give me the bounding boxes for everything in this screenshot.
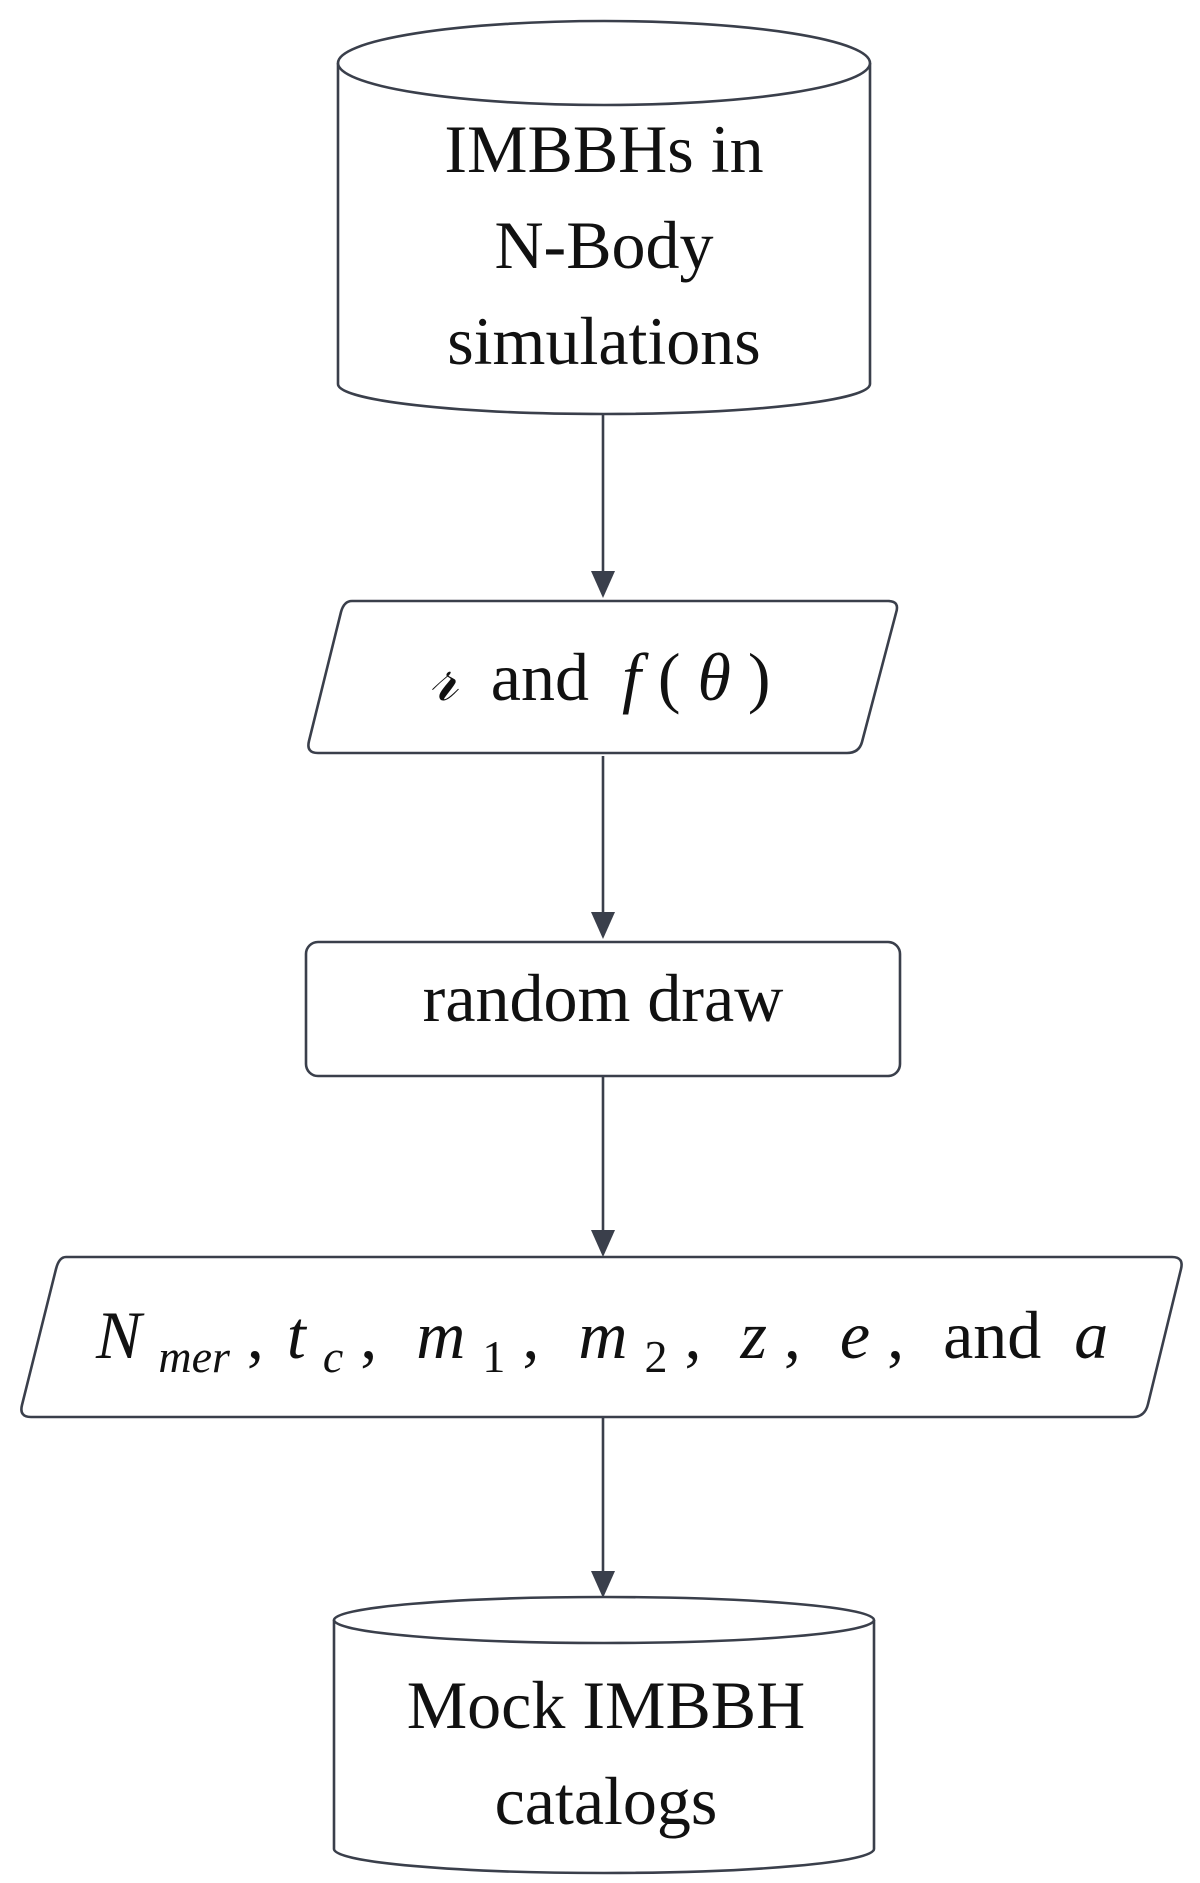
param-m1-subscript: 1 [482,1331,505,1382]
source-label-line-3: simulations [447,303,761,379]
rate-f: f [622,639,649,715]
param-sep-3: , [522,1297,539,1373]
param-N: N [95,1297,145,1373]
param-m2: m [578,1297,627,1373]
param-N-subscript: mer [158,1331,231,1382]
param-z: z [739,1297,766,1373]
param-sep-1: , [247,1297,264,1373]
param-m2-subscript: 2 [644,1331,667,1382]
rate-and-word: and [491,639,589,715]
edge-params-to-catalog [591,1417,615,1598]
edge-rate-to-draw [591,756,615,939]
param-sep-6: , [887,1297,904,1373]
rate-label: 𝓇 and f ( θ ) [429,639,770,715]
edge-source-to-rate [591,414,615,598]
param-e: e [840,1297,870,1373]
edge-draw-to-params [591,1076,615,1257]
source-label-line-1: IMBBHs in [444,111,763,187]
param-m1: m [416,1297,465,1373]
rate-rparen: ) [748,639,771,715]
param-sep-5: , [784,1297,801,1373]
node-draw-rectangle: random draw [304,940,902,1078]
node-params-parallelogram: N mer , t c , m 1 , m 2 , z , e , and a [20,1255,1183,1419]
node-catalog-cylinder: Mock IMBBH catalogs [332,1595,876,1875]
catalog-label-line-1: Mock IMBBH [407,1667,806,1743]
param-sep-4: , [684,1297,701,1373]
rate-lparen: ( [658,639,681,715]
draw-label: random draw [423,960,784,1036]
node-rate-parallelogram: 𝓇 and f ( θ ) [307,599,899,755]
params-label: N mer , t c , m 1 , m 2 , z , e , and a [95,1297,1108,1387]
param-t: t [287,1297,308,1373]
rate-symbol: 𝓇 [429,639,459,715]
node-source-cylinder: IMBBHs in N-Body simulations [336,19,872,416]
param-a: a [1074,1297,1108,1373]
catalog-label-line-2: catalogs [495,1763,718,1839]
param-sep-2: , [360,1297,377,1373]
rate-theta: θ [698,639,731,715]
param-t-subscript: c [323,1331,343,1382]
param-and-word: and [943,1297,1041,1373]
source-label-line-2: N-Body [494,207,713,283]
